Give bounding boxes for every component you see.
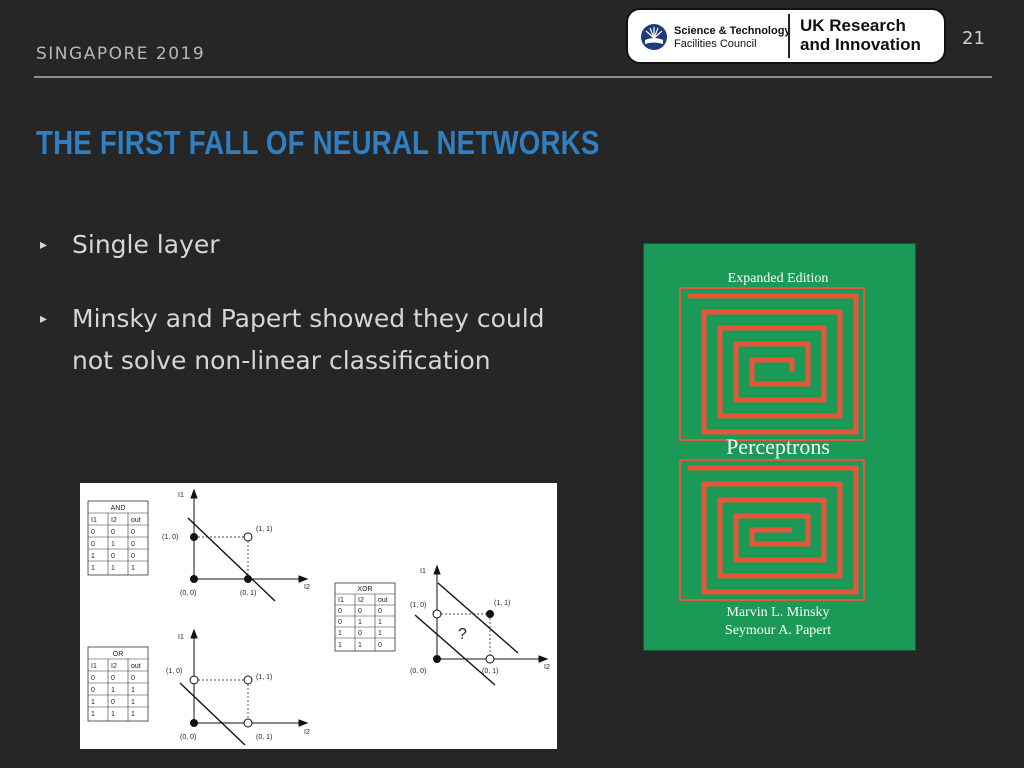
partner-logo: Science & Technology Facilities Council xyxy=(626,8,946,64)
header-divider xyxy=(34,76,992,78)
svg-text:I2: I2 xyxy=(358,597,364,604)
svg-text:(0, 0): (0, 0) xyxy=(180,734,196,741)
book-title: Perceptrons xyxy=(726,434,830,459)
or-truth-table: OR I1 I2 out 0 0 0 0 1 1 1 0 1 1 1 1 xyxy=(87,646,149,722)
svg-text:0: 0 xyxy=(378,608,382,615)
svg-text:(1, 0): (1, 0) xyxy=(410,602,426,609)
slide-title: THE FIRST FALL OF NEURAL NETWORKS xyxy=(36,124,600,161)
svg-text:I2: I2 xyxy=(304,729,310,736)
or-plot xyxy=(179,628,309,746)
svg-text:I2: I2 xyxy=(111,663,117,670)
svg-text:(1, 0): (1, 0) xyxy=(166,668,182,675)
svg-text:I1: I1 xyxy=(420,568,426,575)
and-table-title: AND xyxy=(111,505,126,512)
bullet-text: Single layer xyxy=(72,230,220,259)
svg-text:1: 1 xyxy=(91,711,95,718)
svg-text:out: out xyxy=(131,517,141,524)
svg-text:0: 0 xyxy=(338,619,342,626)
logo-divider xyxy=(788,14,790,58)
svg-text:I2: I2 xyxy=(304,584,310,591)
book-author-1: Marvin L. Minsky xyxy=(726,605,829,620)
svg-text:1: 1 xyxy=(378,630,382,637)
svg-text:I1: I1 xyxy=(178,492,184,499)
svg-text:1: 1 xyxy=(91,553,95,560)
svg-text:(1, 1): (1, 1) xyxy=(256,526,272,533)
svg-text:1: 1 xyxy=(338,630,342,637)
ukri-wordmark: UK Research and Innovation xyxy=(800,16,921,54)
stfc-wordmark: Science & Technology Facilities Council xyxy=(674,25,791,50)
bullet-marker-icon: ▸ xyxy=(40,311,48,327)
and-plot xyxy=(187,488,309,602)
svg-text:1: 1 xyxy=(91,565,95,572)
or-table-title: OR xyxy=(113,651,124,658)
svg-text:0: 0 xyxy=(91,541,95,548)
svg-text:1: 1 xyxy=(378,619,382,626)
svg-text:1: 1 xyxy=(131,711,135,718)
svg-text:(1, 1): (1, 1) xyxy=(256,674,272,681)
svg-text:0: 0 xyxy=(91,687,95,694)
svg-text:0: 0 xyxy=(111,553,115,560)
svg-text:(0, 1): (0, 1) xyxy=(482,668,498,675)
svg-text:(0, 0): (0, 0) xyxy=(410,668,426,675)
maze-pattern-top xyxy=(679,287,865,441)
svg-text:1: 1 xyxy=(111,711,115,718)
stfc-logo-icon xyxy=(641,24,667,50)
xor-plot xyxy=(414,564,549,686)
xor-table-title: XOR xyxy=(357,586,372,593)
svg-text:I1: I1 xyxy=(91,517,97,524)
xor-truth-table: XOR I1 I2 out 0 0 0 0 1 1 1 0 1 1 1 0 xyxy=(334,582,396,652)
maze-pattern-bottom xyxy=(679,459,865,601)
svg-text:0: 0 xyxy=(338,608,342,615)
svg-text:I2: I2 xyxy=(111,517,117,524)
svg-text:0: 0 xyxy=(131,553,135,560)
svg-text:(1, 1): (1, 1) xyxy=(494,600,510,607)
svg-text:out: out xyxy=(131,663,141,670)
svg-text:0: 0 xyxy=(91,529,95,536)
svg-text:0: 0 xyxy=(131,529,135,536)
and-truth-table: AND I1 I2 out 0 0 0 0 1 0 1 0 0 1 1 1 xyxy=(87,500,149,576)
perceptrons-book-cover: Expanded Edition Perceptrons Marvin L. M… xyxy=(643,243,916,651)
bullet-text: Minsky and Papert showed they could not … xyxy=(72,304,545,375)
svg-text:0: 0 xyxy=(358,630,362,637)
conference-label: SINGAPORE 2019 xyxy=(36,44,206,64)
svg-text:1: 1 xyxy=(358,642,362,649)
svg-text:1: 1 xyxy=(131,699,135,706)
svg-text:I1: I1 xyxy=(91,663,97,670)
svg-text:0: 0 xyxy=(131,675,135,682)
svg-text:I1: I1 xyxy=(338,597,344,604)
svg-text:I2: I2 xyxy=(544,664,550,671)
svg-text:(0, 1): (0, 1) xyxy=(256,734,272,741)
svg-text:1: 1 xyxy=(131,565,135,572)
svg-text:1: 1 xyxy=(111,541,115,548)
xor-question-mark: ? xyxy=(458,626,467,643)
book-author-2: Seymour A. Papert xyxy=(725,623,831,638)
page-number: 21 xyxy=(962,28,985,49)
book-edition: Expanded Edition xyxy=(728,271,829,286)
svg-text:0: 0 xyxy=(111,529,115,536)
svg-text:1: 1 xyxy=(91,699,95,706)
svg-text:0: 0 xyxy=(131,541,135,548)
bullet-marker-icon: ▸ xyxy=(40,237,48,253)
svg-text:1: 1 xyxy=(111,687,115,694)
svg-text:I1: I1 xyxy=(178,634,184,641)
svg-text:1: 1 xyxy=(131,687,135,694)
svg-text:0: 0 xyxy=(111,675,115,682)
svg-text:(1, 0): (1, 0) xyxy=(162,534,178,541)
svg-text:out: out xyxy=(378,597,388,604)
svg-text:(0, 1): (0, 1) xyxy=(240,590,256,597)
svg-text:0: 0 xyxy=(91,675,95,682)
svg-text:1: 1 xyxy=(338,642,342,649)
svg-text:0: 0 xyxy=(111,699,115,706)
svg-text:0: 0 xyxy=(378,642,382,649)
svg-text:(0, 0): (0, 0) xyxy=(180,590,196,597)
svg-text:1: 1 xyxy=(358,619,362,626)
svg-text:0: 0 xyxy=(358,608,362,615)
svg-text:1: 1 xyxy=(111,565,115,572)
